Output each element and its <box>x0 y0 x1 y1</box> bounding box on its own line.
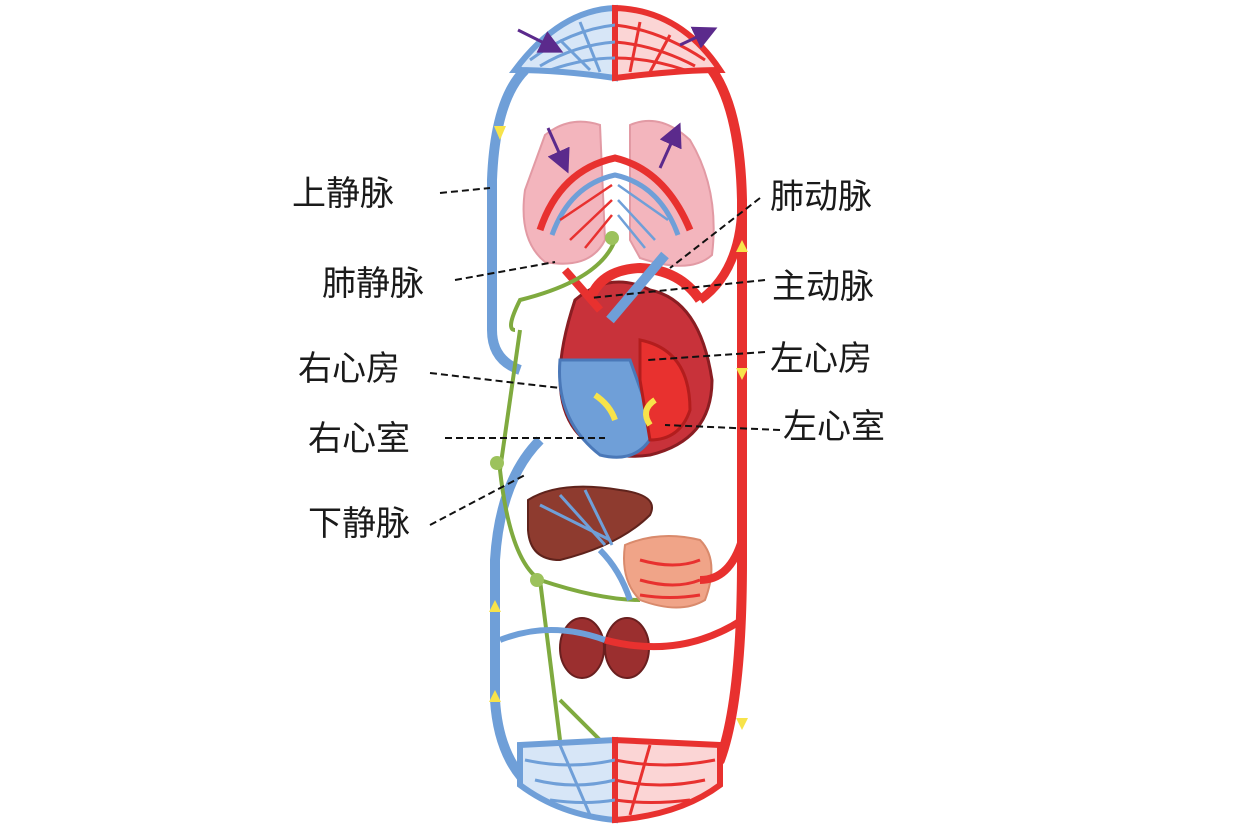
label-pulmonary-vein: 肺静脉 <box>322 264 424 304</box>
leader-superior-vena-cava <box>439 187 491 194</box>
leader-left-atrium <box>647 351 766 361</box>
co2-out-arrow <box>679 26 718 49</box>
flow-arrows <box>489 126 748 730</box>
kidneys <box>498 617 744 679</box>
pancreas <box>597 535 746 609</box>
label-aorta: 主动脉 <box>772 267 874 307</box>
label-left-ventricle: 左心室 <box>783 407 885 447</box>
labels: 上静脉 肺静脉 右心房 右心室 下静脉 肺动脉 主动脉 左心房 左心室 <box>292 174 885 544</box>
leader-pulmonary-artery <box>669 197 761 269</box>
label-superior-vena-cava: 上静脉 <box>292 174 394 214</box>
heart <box>558 251 714 459</box>
left-lung <box>522 120 607 265</box>
leader-inferior-vena-cava <box>429 474 526 526</box>
label-inferior-vena-cava: 下静脉 <box>308 504 410 544</box>
oxygen-in-arrow <box>517 28 564 53</box>
label-left-atrium: 左心房 <box>770 339 872 379</box>
aortic-arch <box>585 262 705 303</box>
leader-right-atrium <box>429 372 561 389</box>
upper-capillary-bed <box>508 4 726 82</box>
label-right-atrium: 右心房 <box>298 349 400 389</box>
leader-lines <box>429 187 781 526</box>
lower-capillary-bed <box>517 736 723 824</box>
leader-pulmonary-vein <box>454 261 556 281</box>
liver <box>527 485 653 562</box>
label-pulmonary-artery: 肺动脉 <box>770 177 872 217</box>
lungs <box>522 119 715 267</box>
pulmonary-trunk <box>606 251 669 324</box>
leader-aorta <box>589 279 766 299</box>
left-side-chambers <box>638 338 692 442</box>
label-right-ventricle: 右心室 <box>308 419 410 459</box>
leader-left-ventricle <box>664 424 781 431</box>
lymphatic-vessels <box>490 231 641 742</box>
